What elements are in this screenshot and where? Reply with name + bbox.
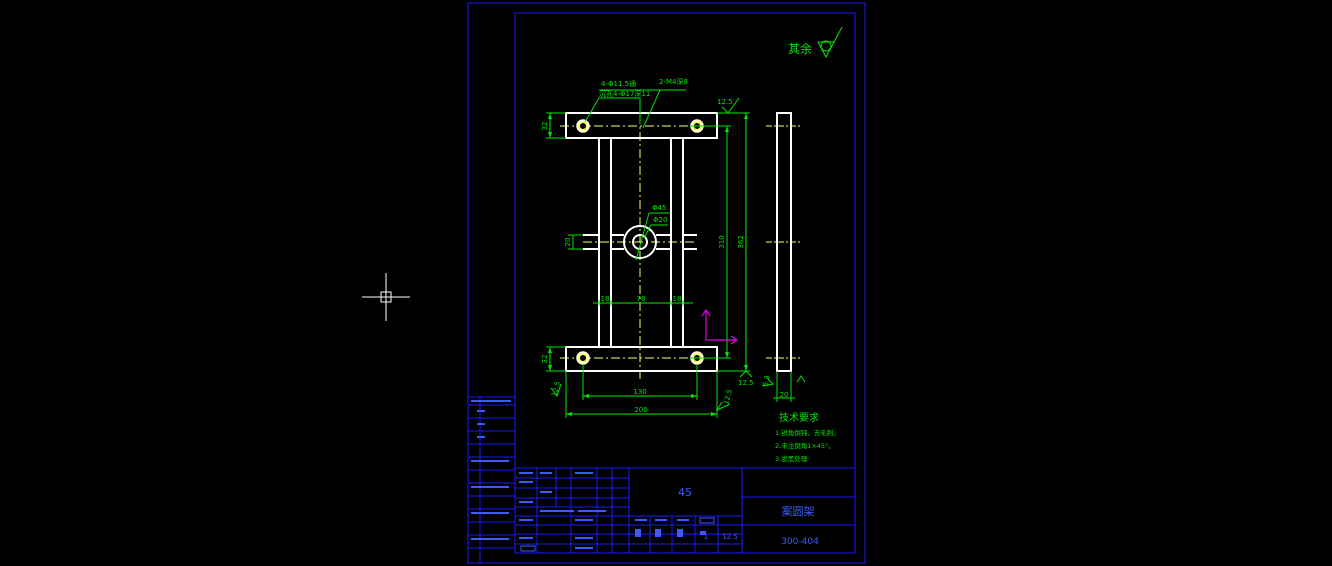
title-material: 45	[678, 486, 692, 499]
title-part-name: 案圆架	[782, 504, 815, 518]
roughness-marks	[550, 97, 806, 412]
dim-rib-left: 18	[601, 295, 610, 303]
title-block-label-marks	[519, 472, 715, 552]
dim-rib-gap: 78	[637, 295, 646, 303]
side-view: 20	[766, 112, 802, 402]
roughness-top-right: 12.5	[717, 98, 733, 106]
callout-boss-inner: Φ20	[653, 216, 667, 224]
callout-threads: 2-M4深8	[659, 77, 688, 86]
ucs-axis-icon	[701, 308, 739, 345]
roughness-side-view: 6.3	[761, 375, 772, 388]
title-scale: 1	[704, 533, 708, 541]
sheet-frame	[467, 2, 866, 564]
callout-holes-a: 4-Φ11.5通	[601, 79, 636, 88]
roughness-bottom-mid: 12.5	[722, 388, 734, 405]
roughness-bottom-right: 12.5	[738, 379, 754, 387]
dim-boss-width: 20	[564, 238, 572, 247]
roughness-symbol-icon	[817, 26, 843, 59]
dim-overall-width: 200	[634, 406, 647, 414]
central-boss-outer	[623, 225, 657, 259]
dimension-arrows	[548, 113, 748, 416]
front-view-outline	[565, 112, 718, 372]
tech-req-item-3: 3.发黑处理	[775, 454, 808, 463]
tech-req-heading: 技术要求	[779, 411, 819, 424]
dim-top-thickness: 32	[541, 122, 549, 131]
dim-rib-right: 18	[673, 295, 682, 303]
bottom-plate	[565, 346, 718, 372]
dim-bottom-thickness: 32	[541, 355, 549, 364]
roughness-bottom-left: 12.5	[550, 380, 562, 397]
callout-holes-b: 沉孔4-Φ17深11	[599, 89, 650, 98]
title-block-grid	[515, 467, 855, 553]
technical-requirements: 技术要求 1.锐角倒钝，去毛刺。 2.未注倒角1×45°。 3.发黑处理	[775, 411, 840, 463]
dim-inner-length: 310	[718, 235, 726, 248]
callout-boss-outer: Φ45	[652, 204, 666, 212]
dim-hole-spacing: 130	[633, 388, 646, 396]
title-drawing-number: 300-404	[781, 537, 819, 547]
dim-total-length: 362	[737, 235, 745, 248]
front-view-centerlines	[560, 98, 722, 382]
dim-side-width: 20	[780, 391, 789, 399]
roughness-note: 其余	[788, 41, 812, 56]
front-view-dimensions	[546, 89, 750, 418]
tech-req-item-2: 2.未注倒角1×45°。	[775, 441, 835, 450]
central-boss-inner	[632, 234, 648, 250]
title-roughness-box: 12.5	[722, 533, 738, 541]
tech-req-item-1: 1.锐角倒钝，去毛刺。	[775, 428, 840, 437]
margin-stamp-grid	[468, 396, 515, 563]
dimension-labels: 32 32 20 310 362 18 78 18 130 200 4-Φ11.…	[541, 77, 772, 414]
margin-stamp-marks	[471, 400, 511, 540]
crosshair-cursor[interactable]	[362, 273, 410, 321]
